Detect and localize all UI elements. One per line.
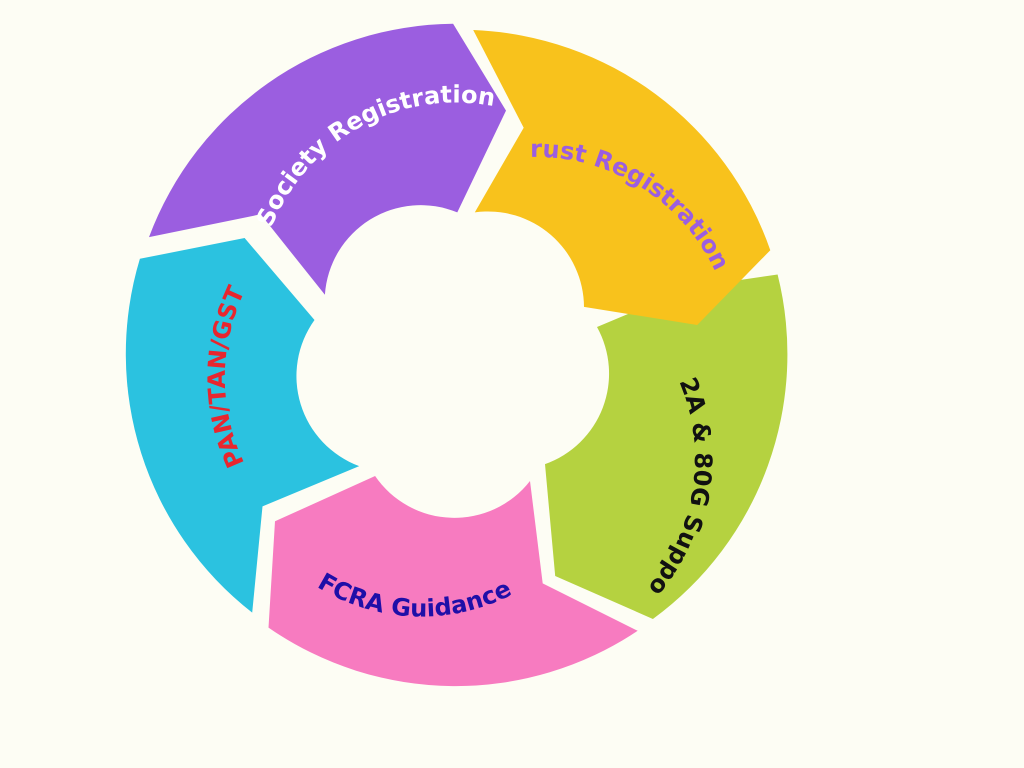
segment-pan-tan-gst — [125, 238, 360, 613]
segment-fcra — [268, 476, 638, 687]
segment-trust — [473, 30, 771, 325]
segment-society — [149, 23, 506, 295]
segment-12a-80g — [545, 274, 788, 619]
